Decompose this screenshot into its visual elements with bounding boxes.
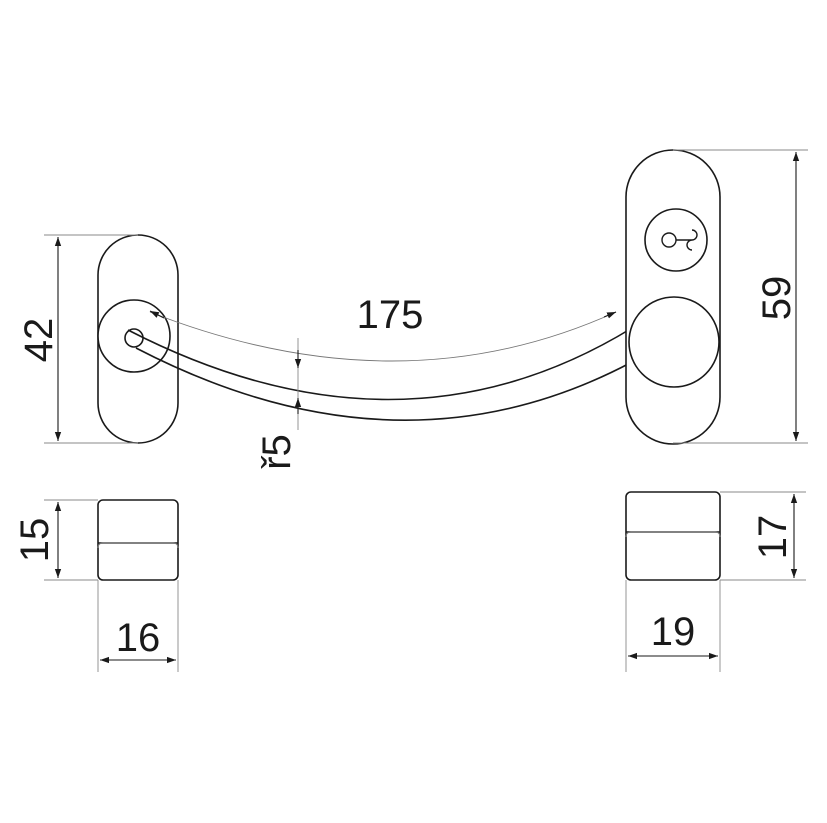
- dimension-lines: [54, 152, 800, 664]
- label-cable-length: 175: [357, 293, 424, 337]
- right-side-view: [625, 491, 721, 581]
- label-right-width: 19: [651, 610, 696, 654]
- extension-lines: [44, 149, 808, 672]
- label-left-height: 42: [17, 318, 61, 363]
- cable: [127, 327, 633, 421]
- right-anchor-knob: [628, 296, 720, 388]
- dim-line-175: [149, 310, 165, 319]
- dim-line-175-end: [603, 311, 617, 319]
- key-icon: [661, 229, 698, 251]
- label-right-height: 59: [755, 276, 799, 321]
- left-base-plate: [97, 234, 179, 444]
- dimension-labels: 42 175 ř5 59 15 16 17 19: [13, 276, 799, 660]
- left-anchor-pin: [124, 328, 144, 348]
- label-cable-radius: ř5: [255, 434, 299, 470]
- label-left-depth: 15: [13, 518, 57, 563]
- right-lock-body: [625, 149, 721, 445]
- label-left-width: 16: [116, 616, 161, 660]
- left-side-view: [97, 499, 179, 581]
- label-right-depth: 17: [751, 515, 795, 560]
